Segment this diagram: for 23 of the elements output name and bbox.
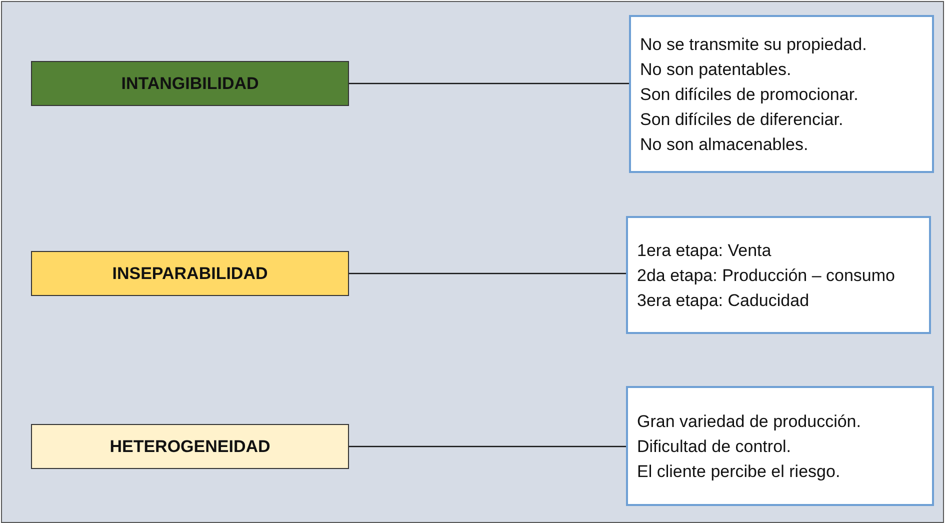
list-item: 2da etapa: Producción – consumo: [637, 264, 896, 286]
text-box: [629, 15, 934, 173]
category-label: HETEROGENEIDAD: [110, 436, 270, 456]
list-item: 1era etapa: Venta: [637, 240, 772, 262]
list-item: No son patentables.: [640, 58, 792, 80]
list-item: Gran variedad de producción.: [637, 410, 862, 432]
category-label: INSEPARABILIDAD: [112, 264, 268, 284]
list-item: Son difíciles de diferenciar.: [640, 108, 844, 130]
list-item: No se transmite su propiedad.: [640, 34, 868, 56]
list-item: No son almacenables.: [640, 134, 810, 156]
category-box: [31, 424, 349, 469]
list-item: Son difíciles de promocionar.: [640, 84, 860, 106]
list-item: El cliente percibe el riesgo.: [637, 460, 842, 482]
list-item: Dificultad de control.: [637, 436, 792, 458]
category-box: [31, 251, 349, 296]
category-box: [31, 61, 349, 106]
category-label: INTANGIBILIDAD: [121, 74, 259, 94]
connector-line: [349, 272, 626, 274]
text-box: [626, 386, 934, 506]
list-item: 3era etapa: Caducidad: [637, 290, 810, 312]
text-box: [626, 216, 931, 334]
connector-line: [349, 82, 629, 84]
connector-line: [349, 446, 626, 448]
